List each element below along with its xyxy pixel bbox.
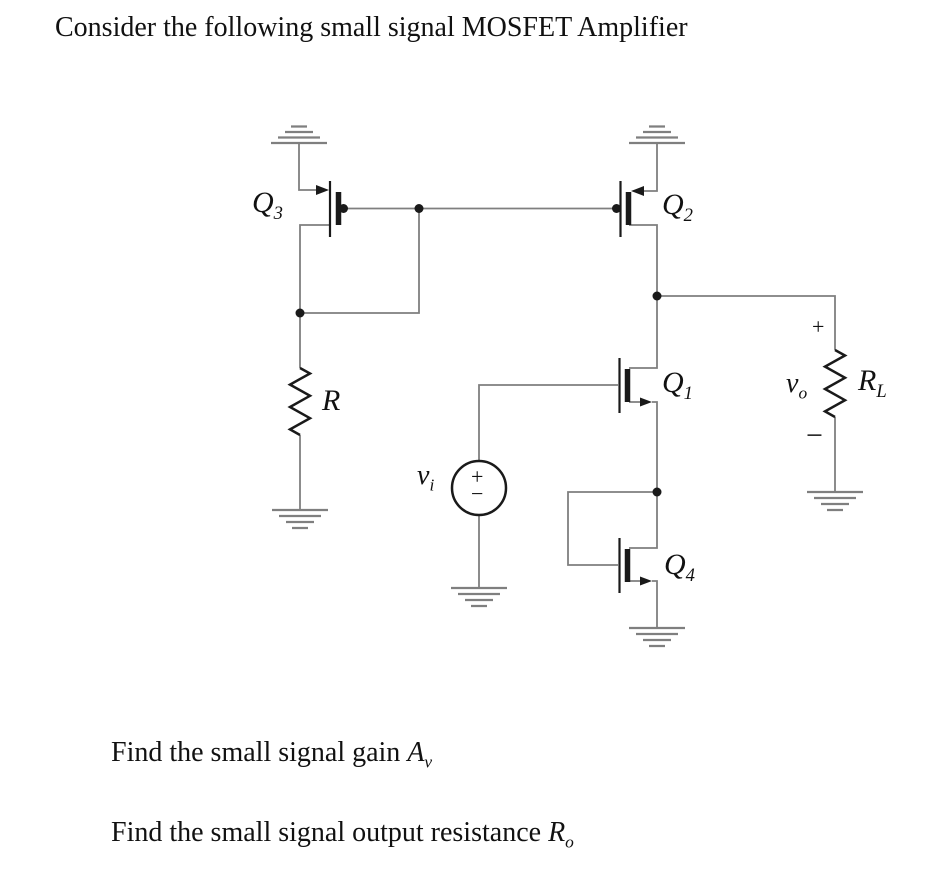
net-q4-drain (629, 492, 658, 549)
label-q1: Q1 (662, 366, 693, 404)
label-q4: Q4 (664, 548, 695, 586)
junction-q3-drain (295, 308, 305, 318)
ground-icon-vi (451, 586, 507, 608)
mosfet-q3 (316, 181, 348, 237)
output-plus-sign: + (812, 314, 825, 339)
ground-icon-r (272, 508, 328, 530)
net-q2-drain (629, 224, 658, 296)
net-output-to-q1-drain (629, 296, 658, 369)
label-vo: vo (786, 368, 808, 403)
net-q4-source-to-ground (629, 580, 658, 628)
wires (298, 143, 836, 628)
source-minus-sign: − (471, 481, 484, 506)
label-q2: Q2 (662, 188, 693, 226)
label-rl: RL (858, 364, 887, 402)
net-q1-source (629, 401, 658, 492)
q1-source-arrow-icon (640, 397, 652, 407)
output-minus-sign: − (806, 419, 823, 452)
junction-dots (295, 204, 662, 497)
net-q3-drain (299, 224, 330, 313)
resistor-r (287, 366, 313, 437)
q2-source-arrow-icon (631, 186, 644, 196)
q2-gate-dot (612, 204, 621, 213)
source-plus-sign: + (471, 464, 484, 489)
net-output-to-rl (657, 295, 836, 350)
net-vdd-to-q2-source (643, 143, 658, 192)
vdd-rail-icon-right (629, 125, 685, 145)
net-mirror-feedback (300, 208, 420, 314)
junction-output-node (652, 291, 662, 301)
ground-icon-q4 (629, 626, 685, 648)
label-vi: vi (417, 460, 435, 495)
mosfet-q4 (618, 538, 652, 593)
net-vi-to-q1-gate (478, 384, 618, 461)
label-q3: Q3 (252, 186, 283, 224)
q4-source-arrow-icon (640, 576, 652, 586)
question-rout: Find the small signal output resistance … (111, 817, 574, 852)
voltage-source-vi (450, 459, 508, 517)
mosfet-q1 (618, 358, 652, 413)
mosfet-q2 (612, 181, 644, 237)
q3-gate-dot (339, 204, 348, 213)
junction-gate-bus (414, 204, 424, 213)
vdd-rail-icon-left (271, 125, 327, 145)
net-vdd-to-q3-source (298, 143, 317, 191)
ground-icon-rl (807, 490, 863, 512)
junction-q1-source (652, 487, 662, 497)
resistor-rl (822, 348, 848, 419)
q3-source-arrow-icon (316, 185, 329, 195)
page-title: Consider the following small signal MOSF… (55, 12, 688, 43)
label-r: R (322, 384, 341, 417)
net-q4-gate-loop (567, 491, 657, 566)
question-gain: Find the small signal gain Av (111, 737, 433, 772)
